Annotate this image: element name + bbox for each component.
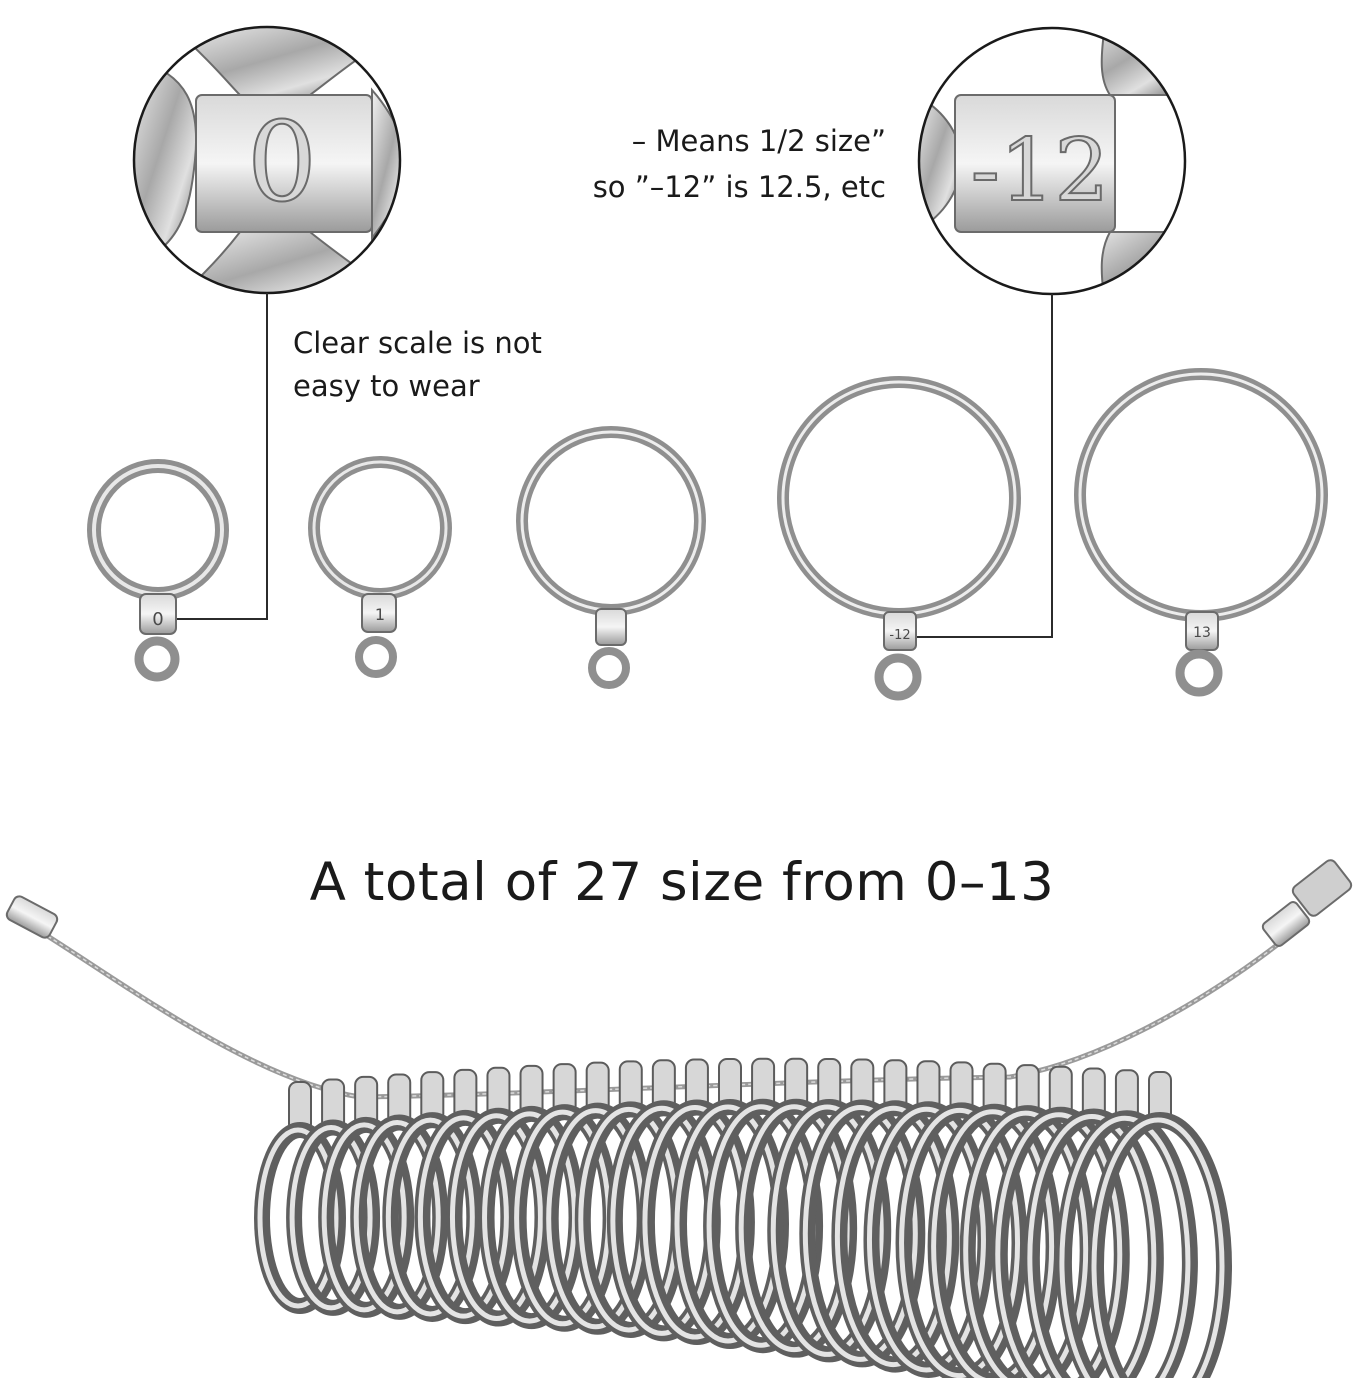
headline: A total of 27 size from 0–13 (309, 852, 1055, 913)
wire-end-cap-left (5, 895, 59, 939)
sample-ring-stamp: -12 (889, 628, 910, 643)
leader-line-right (905, 294, 1053, 638)
bundle-ring (318, 1075, 415, 1318)
sample-ring-size-0: 0 (87, 459, 229, 682)
zoom-circle-size-12-half: -12 (917, 26, 1187, 296)
bundle-ring (991, 1065, 1130, 1378)
clear-scale-note-line-1: Clear scale is not (293, 326, 542, 360)
sample-ring-size-1: 1 (308, 456, 452, 678)
bundle-ring (446, 1066, 551, 1327)
bundle-ring (254, 1081, 346, 1314)
bundle-ring (927, 1062, 1062, 1378)
bundle-ring (767, 1058, 892, 1363)
bundle-ring (1023, 1067, 1164, 1378)
bundle-ring (350, 1073, 449, 1320)
bundle-ring (1055, 1069, 1198, 1378)
stamp-zero-zoom: 0 (247, 98, 317, 226)
zoom-circle-size-0: 0 (132, 25, 402, 295)
sample-ring-stamp: 1 (375, 605, 385, 624)
bundle-ring (382, 1071, 483, 1322)
bundle-ring (959, 1064, 1096, 1378)
sample-ring-stamp: 13 (1193, 625, 1211, 641)
bundle-ring (895, 1061, 1028, 1378)
sample-ring-mid (516, 426, 706, 689)
clear-scale-note: Clear scale is not easy to wear (293, 322, 542, 408)
bundle-ring (286, 1078, 381, 1316)
half-size-note-line-2: so ”–12” is 12.5, etc (592, 170, 886, 204)
ring-bundle (254, 1057, 1232, 1378)
bundle-ring (831, 1059, 960, 1373)
leader-line-left (172, 293, 268, 620)
clear-scale-note-line-2: easy to wear (293, 369, 480, 403)
bundle-ring (799, 1058, 926, 1368)
sample-ring-stamp: 0 (152, 609, 163, 630)
stamp-minus-twelve-zoom: -12 (971, 121, 1110, 221)
bundle-ring (1088, 1071, 1232, 1378)
sample-ring-size-13: 13 (1074, 368, 1328, 697)
half-size-note-line-1: – Means 1/2 size” (631, 124, 886, 158)
half-size-note: – Means 1/2 size” so ”–12” is 12.5, etc (530, 118, 886, 210)
wire-screw-clasp-right (1261, 859, 1353, 947)
bundle-ring (863, 1060, 994, 1378)
sample-ring-size-12-half: -12 (777, 376, 1021, 701)
bundle-ring (414, 1068, 517, 1325)
bundle-ring (478, 1064, 585, 1330)
